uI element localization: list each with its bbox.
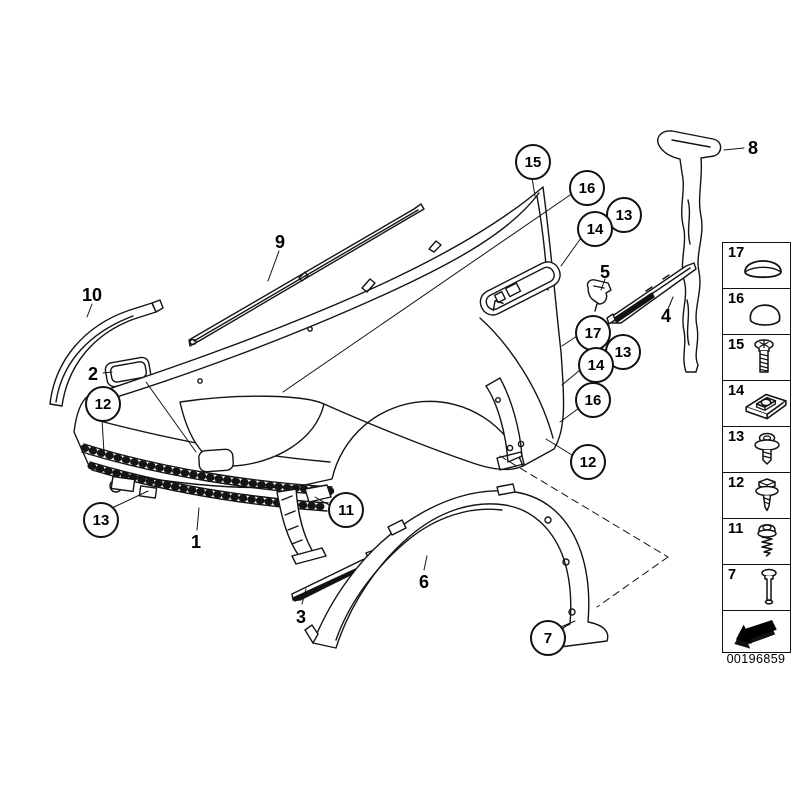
hex-washer-screw-icon	[755, 478, 779, 512]
legend-row-arrow[interactable]	[723, 611, 790, 652]
callout-circle-11[interactable]: 11	[328, 492, 364, 528]
callout-circle-14-top[interactable]: 14	[577, 211, 613, 247]
callout-circle-13-left[interactable]: 13	[83, 502, 119, 538]
legend-row-16[interactable]: 16	[723, 289, 790, 335]
cage-nut-icon	[745, 393, 787, 420]
label-part-8[interactable]: 8	[747, 138, 759, 158]
legend-row-14[interactable]: 14	[723, 381, 790, 427]
callout-circle-15[interactable]: 15	[515, 144, 551, 180]
part-8-side-seal	[658, 131, 721, 372]
callout-circle-12-right[interactable]: 12	[570, 444, 606, 480]
part-6-wheel-arch-trim	[305, 484, 608, 648]
direction-arrow-icon	[734, 620, 777, 649]
callout-circle-7[interactable]: 7	[530, 620, 566, 656]
washer-screw-icon	[754, 432, 780, 465]
label-part-3[interactable]: 3	[295, 607, 307, 627]
label-part-9[interactable]: 9	[274, 232, 286, 252]
legend-row-15[interactable]: 15	[723, 335, 790, 381]
label-part-2[interactable]: 2	[87, 364, 99, 384]
expansion-rivet-icon	[761, 568, 777, 605]
part-10-arch-seal	[50, 300, 163, 406]
label-part-10[interactable]: 10	[81, 285, 103, 305]
label-part-4[interactable]: 4	[660, 306, 672, 326]
legend-row-12[interactable]: 12	[723, 473, 790, 519]
part-1-lower-valance	[82, 444, 332, 564]
legend-row-11[interactable]: 11	[723, 519, 790, 565]
callout-circle-16-mid[interactable]: 16	[575, 382, 611, 418]
dome-plug-icon	[744, 260, 782, 279]
part-9-hood-seal-strip	[189, 204, 424, 346]
part-4-support-strip	[607, 263, 696, 324]
diagram-code: 00196859	[726, 652, 786, 666]
dashed-reference-lines	[500, 456, 668, 607]
legend-row-13[interactable]: 13	[723, 427, 790, 473]
round-head-screw-icon	[757, 524, 777, 557]
leader-lines	[87, 148, 744, 629]
label-part-1[interactable]: 1	[190, 532, 202, 552]
fastener-legend-table: 17 16 15 14	[722, 242, 791, 653]
legend-row-17[interactable]: 17	[723, 243, 790, 289]
dome-cap-icon	[749, 304, 781, 326]
callout-circle-14-mid[interactable]: 14	[578, 347, 614, 383]
part-5-bracket	[587, 280, 611, 311]
legend-row-7[interactable]: 7	[723, 565, 790, 611]
part-fender-panel	[74, 187, 564, 488]
callout-circle-16-top[interactable]: 16	[569, 170, 605, 206]
label-part-6[interactable]: 6	[418, 572, 430, 592]
label-part-5[interactable]: 5	[599, 262, 611, 282]
pan-head-screw-icon	[754, 339, 774, 373]
callout-circle-12-left[interactable]: 12	[85, 386, 121, 422]
